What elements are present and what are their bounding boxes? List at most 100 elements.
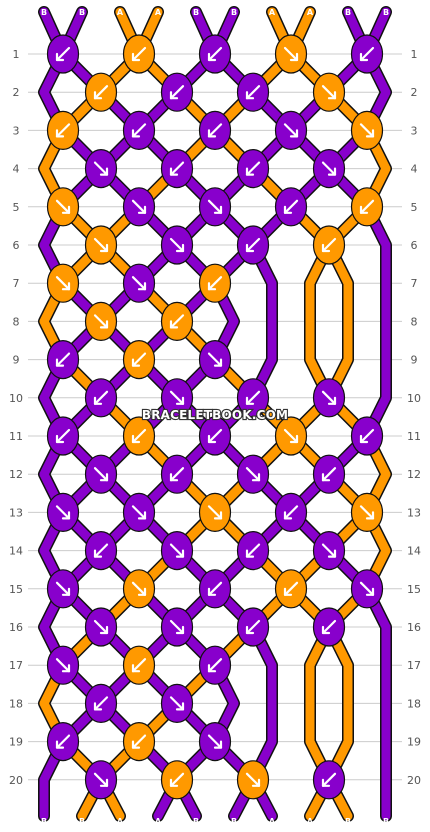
strand-B [39,7,277,821]
arrow-icon [131,581,147,596]
knot [160,225,194,265]
arrow-head-icon [289,52,299,62]
knot [236,760,270,800]
arrow-icon [321,467,337,482]
arrow-icon [55,581,71,596]
arrow-icon [321,85,337,100]
arrow-icon [55,734,71,749]
arrow-icon [245,237,261,253]
arrow-head-icon [175,702,185,711]
arrow-icon [169,161,185,176]
arrow-icon [169,314,185,329]
arrow-icon [245,390,261,405]
strand-label-top: A [155,8,162,17]
knot [122,263,156,303]
arrow-icon [207,658,223,673]
arrow-icon [131,505,147,520]
arrow-icon [245,772,261,787]
strand-label-top: A [269,8,276,17]
row-number-left: 12 [9,468,23,481]
arrow-icon [93,543,109,558]
arrow-head-icon [61,511,71,520]
arrow-head-icon [365,129,375,138]
arrow-icon [207,46,223,62]
arrow-head-icon [359,434,369,444]
knot [350,34,384,74]
row-number-left: 15 [9,583,23,596]
arrow-head-icon [245,396,255,405]
arrow-icon [207,428,223,444]
row-number-right: 3 [411,124,418,137]
arrow-icon [93,619,109,635]
knot [46,492,80,533]
arrow-head-icon [207,434,217,444]
arrow-head-icon [99,473,109,482]
arrow-head-icon [131,434,141,444]
arrow-head-icon [321,778,331,787]
arrow-icon [55,352,71,367]
row-number-left: 2 [13,86,20,99]
knot [198,645,232,685]
strand-A [39,7,391,821]
strand-A [39,7,353,821]
arrow-icon [55,658,71,673]
knot [274,34,308,74]
arrow-icon [93,85,109,100]
arrow-icon [55,505,71,520]
knot [84,760,118,800]
arrow-icon [169,772,185,787]
strand-A [39,7,353,821]
arrow-head-icon [213,358,223,367]
arrow-icon [169,237,185,253]
strand-label-bottom: A [155,817,162,826]
arrow-icon [131,428,147,444]
strand-label-top: B [193,8,199,17]
arrow-icon [169,543,185,558]
arrow-icon [93,161,109,176]
knot [160,378,194,418]
arrow-icon [321,772,337,787]
arrow-icon [245,543,261,558]
knot [350,569,384,609]
knot [198,569,232,609]
arrow-head-icon [207,52,217,62]
arrow-head-icon [245,243,255,253]
knot [46,416,80,456]
arrow-head-icon [251,473,261,482]
knot [312,149,346,189]
arrow-head-icon [283,205,293,214]
arrow-icon [207,276,223,291]
arrow-icon [283,199,299,214]
row-number-right: 16 [407,621,421,634]
knot [198,110,232,150]
arrow-icon [93,772,109,787]
knot [198,263,232,303]
row-number-right: 8 [411,315,418,328]
strand-paths [38,6,392,822]
row-number-right: 15 [407,583,421,596]
arrow-icon [321,619,337,635]
arrow-head-icon [99,243,109,253]
arrow-head-icon [213,511,223,520]
knot [350,187,384,227]
knot [312,760,346,800]
knot [198,416,232,456]
arrow-head-icon [169,473,179,482]
arrow-icon [131,123,147,138]
arrow-head-icon [289,129,299,138]
knot [84,301,118,341]
arrow-icon [207,352,223,367]
knot [274,110,308,150]
arrow-icon [55,199,71,214]
row-number-left: 1 [13,48,20,61]
arrow-icon [131,352,147,367]
knot [236,378,270,418]
arrow-head-icon [327,91,337,100]
arrow-head-icon [283,511,293,520]
arrow-icon [321,390,337,405]
arrow-icon [131,46,147,62]
arrow-head-icon [213,740,223,749]
strand-B [39,7,391,821]
